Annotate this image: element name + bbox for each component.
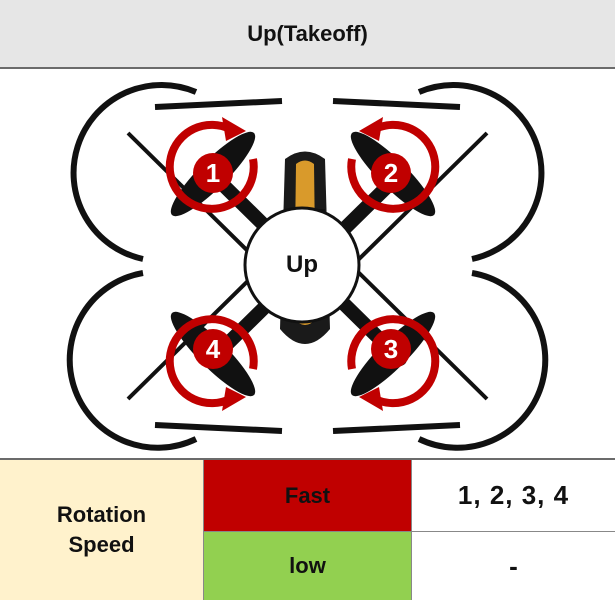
drone-diagram: 1 2 3 4 <box>0 69 615 458</box>
motor-1-label: 1 <box>205 157 221 188</box>
motor-1-rotation-arrow <box>165 120 258 213</box>
page-title: Up(Takeoff) <box>0 0 615 69</box>
drone-illustration <box>66 82 549 451</box>
motor-4-rotation-arrow <box>165 315 258 408</box>
rotation-arrows <box>165 120 440 408</box>
low-label-cell: low <box>204 532 412 600</box>
rotation-speed-table: Rotation Speed Fast low 1, 2, 3, 4 - <box>0 458 615 600</box>
center-circle <box>243 206 361 324</box>
motor-2-rotation-arrow <box>347 120 440 213</box>
low-motors-value: - <box>412 532 615 600</box>
motor-4-label: 4 <box>205 333 221 364</box>
fast-label-cell: Fast <box>204 460 412 532</box>
motor-2-label: 2 <box>383 157 399 188</box>
rotation-speed-label: Rotation Speed <box>0 460 204 600</box>
fast-motors-value: 1, 2, 3, 4 <box>412 460 615 532</box>
row-label-text: Rotation Speed <box>56 502 147 557</box>
arrow-heads <box>222 117 383 411</box>
center-direction-label: Up <box>286 251 318 278</box>
motor-3-rotation-arrow <box>347 315 440 408</box>
motor-3-label: 3 <box>383 333 399 364</box>
motor-discs <box>193 153 411 369</box>
